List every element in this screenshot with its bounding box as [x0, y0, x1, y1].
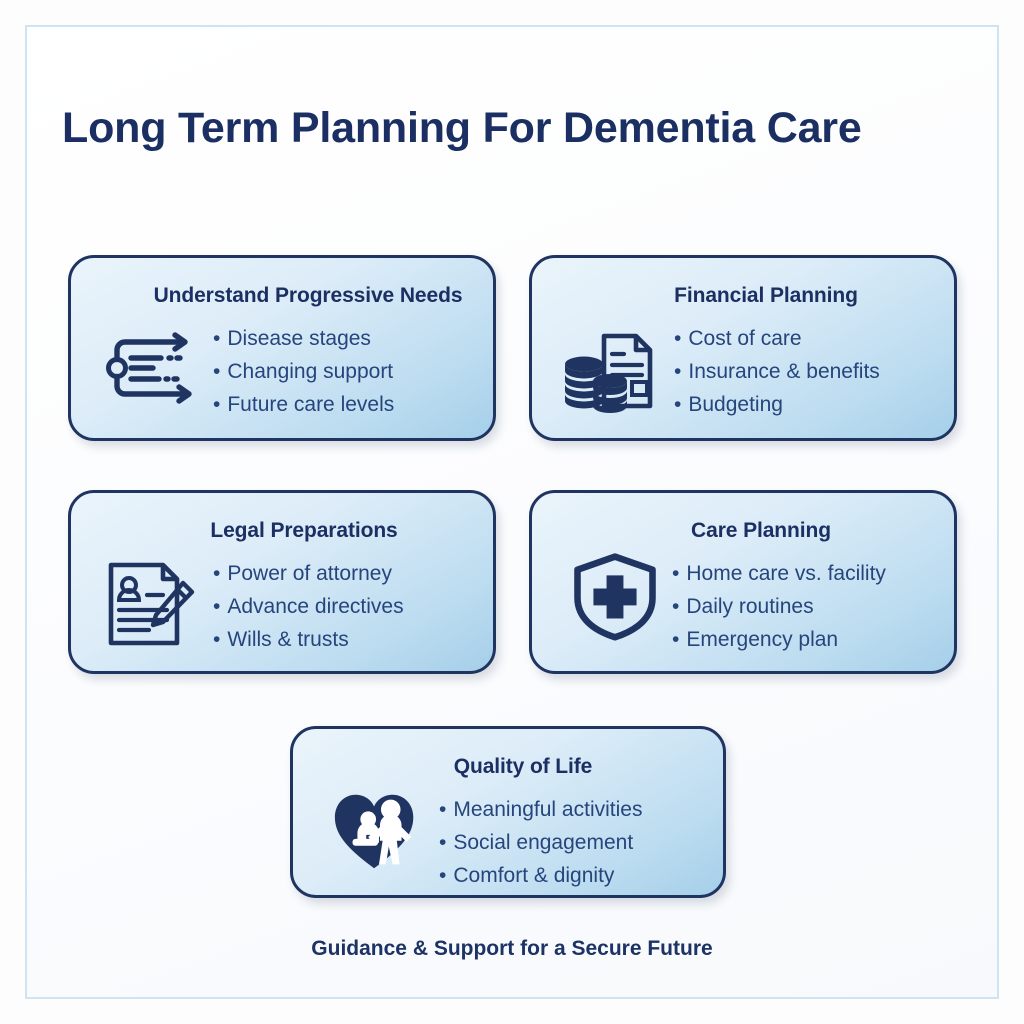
list-item: • Insurance & benefits [674, 355, 944, 388]
bullet-marker: • [672, 628, 680, 651]
bullet-marker: • [213, 393, 221, 416]
card-legal-preparations: Legal Preparations [68, 490, 496, 674]
bullet-text: Comfort & dignity [453, 864, 615, 887]
shield-medical-cross-icon [570, 549, 660, 643]
bullet-marker: • [674, 393, 682, 416]
card-title: Care Planning [691, 519, 831, 542]
card-title: Legal Preparations [210, 519, 398, 542]
list-item: • Meaningful activities [439, 793, 713, 826]
bullet-text: Budgeting [688, 393, 783, 416]
bullet-list: • Power of attorney • Advance directives •… [213, 557, 483, 656]
bullet-marker: • [439, 864, 447, 887]
bullet-marker: • [674, 360, 682, 383]
list-item: • Disease stages [213, 322, 483, 355]
bullet-text: Home care vs. facility [686, 562, 886, 585]
bullet-text: Emergency plan [686, 628, 839, 651]
bullet-text: Cost of care [688, 327, 802, 350]
bullet-text: Disease stages [227, 327, 371, 350]
list-item: • Future care levels [213, 388, 483, 421]
list-item: • Wills & trusts [213, 623, 483, 656]
card-financial-planning: Financial Planning [529, 255, 957, 441]
card-title: Financial Planning [674, 284, 858, 307]
bullet-text: Insurance & benefits [688, 360, 880, 383]
bullet-marker: • [672, 562, 680, 585]
page-title: Long Term Planning For Dementia Care [62, 104, 862, 152]
bullet-marker: • [213, 562, 221, 585]
card-care-planning: Care Planning • Home care vs. facility • D… [529, 490, 957, 674]
list-item: • Home care vs. facility [672, 557, 944, 590]
bullet-text: Power of attorney [227, 562, 392, 585]
bullet-text: Advance directives [227, 595, 404, 618]
list-item: • Power of attorney [213, 557, 483, 590]
bullet-text: Future care levels [227, 393, 395, 416]
heart-caregiver-people-icon [329, 781, 427, 881]
bullet-marker: • [674, 327, 682, 350]
card-understand-progressive-needs: Understand Progressive Needs [68, 255, 496, 441]
bullet-marker: • [213, 595, 221, 618]
bullet-marker: • [439, 798, 447, 821]
bullet-text: Changing support [227, 360, 394, 383]
list-item: • Changing support [213, 355, 483, 388]
bullet-text: Daily routines [686, 595, 814, 618]
list-item: • Comfort & dignity [439, 859, 713, 892]
bullet-text: Wills & trusts [227, 628, 349, 651]
bullet-text: Social engagement [453, 831, 634, 854]
flow-branching-arrows-icon [101, 320, 197, 416]
bullet-marker: • [213, 327, 221, 350]
bullet-marker: • [213, 360, 221, 383]
coins-document-icon [562, 320, 658, 416]
list-item: • Social engagement [439, 826, 713, 859]
bullet-list: •Home care vs. facility •Daily routines … [672, 557, 944, 656]
bullet-list: • Disease stages • Changing support • Futur… [213, 322, 483, 421]
footer-tagline: Guidance & Support for a Secure Future [311, 937, 713, 960]
card-quality-of-life: Quality of Life •Meaningful acti [290, 726, 726, 898]
list-item: • Daily routines [672, 590, 944, 623]
card-title: Quality of Life [453, 755, 593, 778]
bullet-marker: • [439, 831, 447, 854]
bullet-list: • Cost of care • Insurance & benefits • Bud… [674, 322, 944, 421]
document-person-pencil-icon [101, 555, 197, 651]
list-item: • Emergency plan [672, 623, 944, 656]
list-item: • Advance directives [213, 590, 483, 623]
list-item: • Budgeting [674, 388, 944, 421]
bullet-text: Meaningful activities [453, 798, 643, 821]
bullet-marker: • [672, 595, 680, 618]
list-item: • Cost of care [674, 322, 944, 355]
bullet-list: • Meaningful activities • Social engagemen… [439, 793, 713, 892]
card-title: Understand Progressive Needs [153, 284, 463, 307]
bullet-marker: • [213, 628, 221, 651]
